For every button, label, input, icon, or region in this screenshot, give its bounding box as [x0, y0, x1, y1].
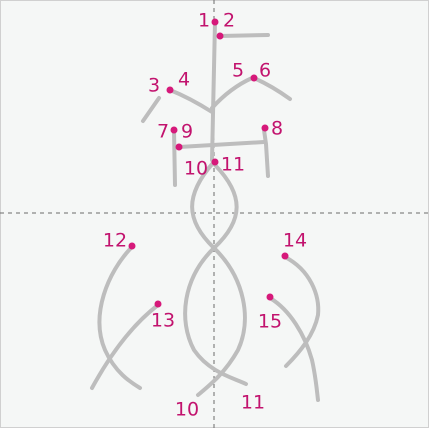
stroke-14 — [283, 255, 321, 368]
start-point-9 — [175, 143, 183, 151]
label-7: 7 — [157, 121, 169, 143]
start-point-14 — [281, 252, 289, 260]
label-1: 1 — [198, 10, 210, 32]
start-point-3-4 — [166, 86, 174, 94]
stroke-7 — [172, 128, 177, 187]
label-10-top: 10 — [184, 158, 208, 180]
stroke-4 — [168, 88, 214, 114]
stroke-15 — [268, 296, 320, 402]
label-5: 5 — [232, 60, 244, 82]
start-point-12 — [128, 242, 136, 250]
start-point-13 — [154, 300, 162, 308]
label-9: 9 — [181, 121, 193, 143]
start-point-10-11 — [211, 158, 219, 166]
label-11-top: 11 — [221, 154, 245, 176]
label-12: 12 — [103, 230, 127, 252]
label-6: 6 — [259, 60, 271, 82]
start-point-2 — [216, 32, 224, 40]
stroke-3 — [141, 96, 161, 123]
label-10-bottom: 10 — [175, 399, 199, 421]
stroke-12 — [97, 246, 142, 390]
start-point-5-6 — [250, 74, 258, 82]
stroke-10 — [190, 161, 247, 397]
stroke-1 — [210, 20, 217, 162]
label-13: 13 — [151, 310, 175, 332]
stroke-9 — [177, 140, 266, 149]
stroke-13 — [90, 303, 160, 390]
label-2: 2 — [223, 10, 235, 32]
label-3: 3 — [148, 75, 160, 97]
start-point-8 — [261, 124, 269, 132]
label-8: 8 — [271, 118, 283, 140]
label-15: 15 — [258, 311, 282, 333]
start-point-1 — [211, 18, 219, 26]
label-4: 4 — [178, 69, 190, 91]
stroke-2 — [218, 33, 270, 38]
label-14: 14 — [283, 230, 307, 252]
start-point-15 — [266, 293, 274, 301]
stroke-8 — [262, 128, 270, 178]
label-11-bottom: 11 — [241, 392, 265, 414]
stroke-5 — [210, 76, 254, 110]
stroke-11 — [183, 163, 248, 386]
start-point-7 — [170, 126, 178, 134]
